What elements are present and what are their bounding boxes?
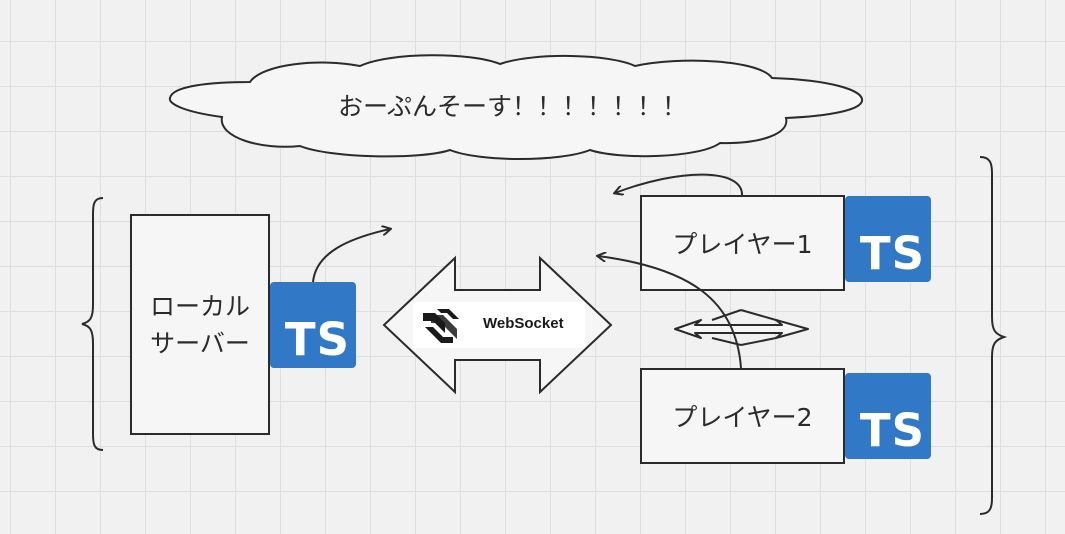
player2-box: プレイヤー2: [640, 368, 845, 464]
websocket-logo: WebSocket: [413, 302, 585, 348]
websocket-label: WebSocket: [483, 315, 564, 332]
websocket-icon: [423, 309, 459, 343]
typescript-icon: TS: [845, 196, 931, 282]
cloud-text: おーぷんそーす！！！！！！！: [338, 92, 688, 121]
server-ts-label: TS: [284, 313, 350, 366]
local-server-box: ローカル サーバー: [130, 214, 270, 435]
player2-arrow: [598, 256, 742, 369]
player1-ts-label: TS: [859, 227, 925, 280]
local-server-label-line1: ローカル: [149, 291, 250, 321]
player2-ts-label: TS: [859, 404, 925, 457]
player2-label: プレイヤー2: [672, 403, 813, 432]
player1-arrow: [615, 173, 744, 197]
player1-label: プレイヤー1: [672, 230, 813, 259]
server-arrow: [312, 229, 390, 283]
local-server-label-line2: サーバー: [150, 328, 250, 358]
typescript-icon: TS: [270, 282, 356, 368]
typescript-icon: TS: [845, 373, 931, 459]
